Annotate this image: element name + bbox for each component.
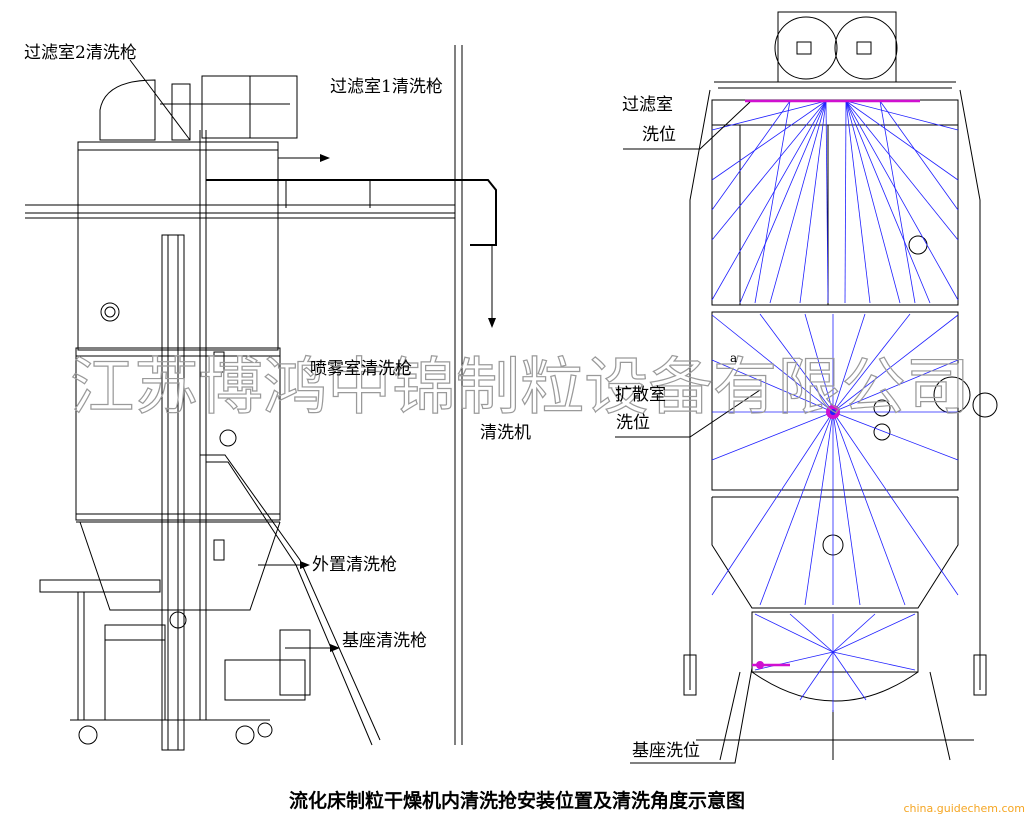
label-filter-pos-line2: 洗位	[642, 125, 676, 145]
right-cleaning-angle-drawing	[615, 11, 998, 764]
company-watermark: 江苏博鸿中锦制粒设备有限公司	[70, 350, 970, 423]
label-base-gun: 基座清洗枪	[342, 631, 427, 651]
label-filter1-gun: 过滤室1清洗枪	[330, 77, 443, 97]
label-filter-pos-line1: 过滤室	[622, 95, 673, 115]
label-washer: 清洗机	[480, 423, 531, 443]
left-elevation-drawing	[25, 45, 497, 751]
label-spray-gun: 喷雾室清洗枪	[310, 359, 412, 379]
label-mark-a: a	[730, 351, 737, 365]
label-expand-pos-line1: 扩散室	[615, 385, 666, 405]
label-external-gun: 外置清洗枪	[312, 555, 397, 575]
label-filter2-gun: 过滤室2清洗枪	[24, 43, 137, 63]
diagram-caption: 流化床制粒干燥机内清洗抢安装位置及清洗角度示意图	[289, 789, 745, 812]
label-expand-pos-line2: 洗位	[616, 413, 650, 433]
source-watermark: china.guidechem.com	[903, 802, 1025, 815]
label-base-pos: 基座洗位	[632, 741, 700, 761]
